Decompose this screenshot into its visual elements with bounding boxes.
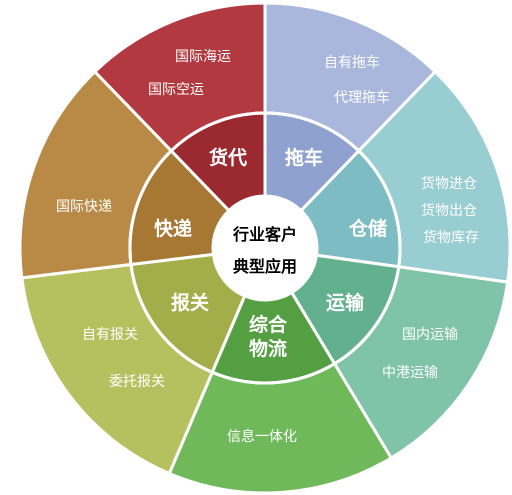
outer-label-kuaidi: 国际快递 — [56, 199, 112, 215]
inner-label-huodai: 货代 — [209, 146, 247, 169]
outer-label-baoguan: 委托报关 — [109, 374, 165, 390]
inner-label-cangchu: 仓储 — [348, 217, 387, 240]
outer-label-tuoche: 自有拖车 — [324, 54, 380, 71]
outer-label-yunshu: 中港运输 — [382, 365, 438, 381]
ring-divider — [128, 111, 402, 385]
inner-label-zonghe: 物流 — [249, 337, 287, 360]
outer-label-zonghe: 信息一体化 — [227, 428, 297, 445]
outer-label-cangchu: 货物库存 — [423, 229, 479, 246]
inner-label-yunshu: 运输 — [326, 291, 365, 314]
outer-label-yunshu: 国内运输 — [402, 327, 458, 343]
inner-ring — [128, 111, 402, 385]
center-title-line2: 典型应用 — [233, 257, 297, 276]
outer-label-huodai: 国际空运 — [148, 82, 204, 98]
outer-label-tuoche: 代理拖车 — [334, 89, 390, 106]
outer-label-cangchu: 货物进仓 — [421, 175, 477, 192]
outer-label-huodai: 国际海运 — [175, 49, 231, 65]
center-circle — [213, 196, 317, 300]
outer-label-cangchu: 货物出仓 — [421, 202, 477, 219]
inner-label-baoguan: 报关 — [171, 291, 209, 314]
inner-label-kuaidi: 快递 — [154, 217, 192, 240]
center-title-line1: 行业客户 — [232, 225, 297, 244]
inner-label-zonghe: 综合 — [249, 313, 288, 336]
inner-label-tuoche: 拖车 — [285, 146, 323, 169]
outer-label-baoguan: 自有报关 — [82, 327, 138, 343]
